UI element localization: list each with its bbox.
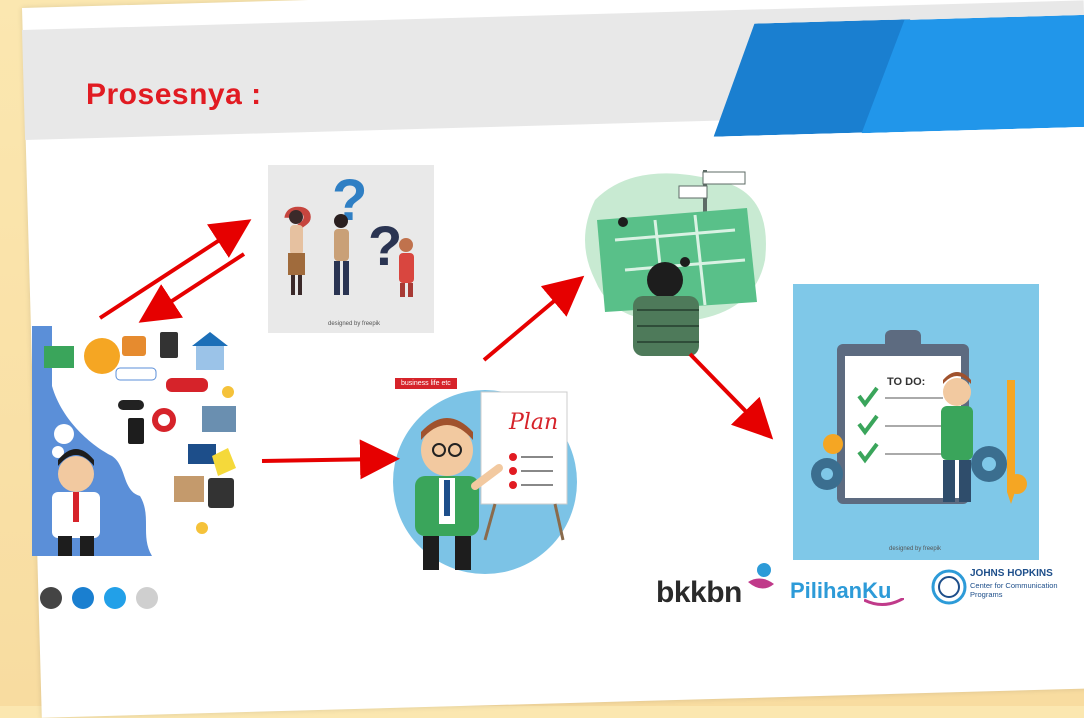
map-illustration xyxy=(575,160,773,360)
pagination-dot xyxy=(104,587,126,609)
arrow-to-plan xyxy=(261,439,400,480)
pilihanku-swoosh-icon xyxy=(864,598,904,606)
slide-pagination xyxy=(40,587,158,609)
todo-heading: TO DO: xyxy=(887,376,926,388)
plan-illustration: business life etc Plan xyxy=(385,370,585,575)
freepik-caption: designed by freepik xyxy=(328,321,381,327)
business-banner-text: business life etc xyxy=(401,380,451,387)
plan-board-icon xyxy=(393,390,577,574)
johns-hopkins-logo-icon xyxy=(931,569,967,605)
johns-hopkins-subtitle: Center for Communication xyxy=(970,581,1058,590)
thinking-man-illustration xyxy=(32,326,244,556)
arrow-to-questions xyxy=(98,219,252,320)
todo-clipboard-icon xyxy=(811,330,1027,504)
pagination-dot xyxy=(40,587,62,609)
pagination-dot xyxy=(72,587,94,609)
map-reader-icon xyxy=(585,170,766,356)
page-title: Prosesnya : xyxy=(86,78,262,111)
svg-text:?: ? xyxy=(368,214,402,277)
plan-board-text: Plan xyxy=(509,410,559,435)
questions-illustration: ? ? ? designed by freepik xyxy=(268,165,434,333)
bkkbn-logo: bkkbn xyxy=(656,576,742,609)
freepik-caption: designed by freepik xyxy=(889,546,942,552)
bkkbn-swirl-icon xyxy=(748,563,774,589)
johns-hopkins-subtitle-2: Programs xyxy=(970,590,1003,599)
pagination-dot xyxy=(136,587,158,609)
arrow-from-questions xyxy=(138,252,246,323)
dreams-thought-icon xyxy=(44,326,244,556)
questions-people-icon: ? ? ? xyxy=(282,168,414,297)
arrow-to-map xyxy=(482,275,585,362)
business-banner: business life etc xyxy=(393,376,459,391)
johns-hopkins-title: JOHNS HOPKINS xyxy=(970,568,1053,579)
todo-illustration: TO DO: designed by freepik xyxy=(793,284,1039,560)
arrow-to-todo xyxy=(688,352,774,440)
pilihanku-logo: PilihanKu xyxy=(790,578,892,603)
partner-logos: bkkbn PilihanKu JOHNS HOPKINS Center for… xyxy=(648,560,1078,620)
